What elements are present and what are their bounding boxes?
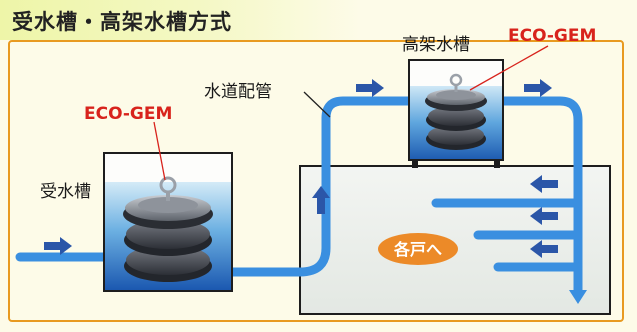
receiving-tank-label: 受水槽 xyxy=(40,182,91,202)
water-pipe xyxy=(15,96,583,297)
building-basin xyxy=(299,165,611,315)
flow-arrow-branch-3 xyxy=(530,240,558,258)
diagram-title: 受水槽・高架水槽方式 xyxy=(12,10,232,34)
leader-lines xyxy=(153,45,549,181)
flow-arrows xyxy=(44,79,558,258)
eco-gem-device-left xyxy=(123,176,213,282)
eco-gem-device-top xyxy=(425,73,487,150)
to-each-unit-badge xyxy=(378,233,458,265)
eco-gem-label-left: ECO-GEM xyxy=(84,104,172,124)
flow-arrow-branch-1 xyxy=(530,175,558,193)
flow-arrow-top-left xyxy=(356,79,384,97)
title-bar: 受水槽・高架水槽方式 xyxy=(0,0,360,40)
flow-arrow-top-right xyxy=(524,79,552,97)
elevated-tank-label: 高架水槽 xyxy=(402,35,470,55)
flow-arrow-up xyxy=(312,186,330,214)
eco-gem-label-top: ECO-GEM xyxy=(508,26,596,46)
diagram-frame xyxy=(8,40,624,322)
down-flow-arrow-head xyxy=(569,290,587,304)
receiving-tank xyxy=(103,152,233,292)
flow-arrow-branch-2 xyxy=(530,207,558,225)
water-pipe-label: 水道配管 xyxy=(204,82,272,102)
to-each-unit-label: 各戸へ xyxy=(393,240,442,259)
elevated-tank xyxy=(408,59,504,168)
flow-arrow-inlet xyxy=(44,237,72,255)
